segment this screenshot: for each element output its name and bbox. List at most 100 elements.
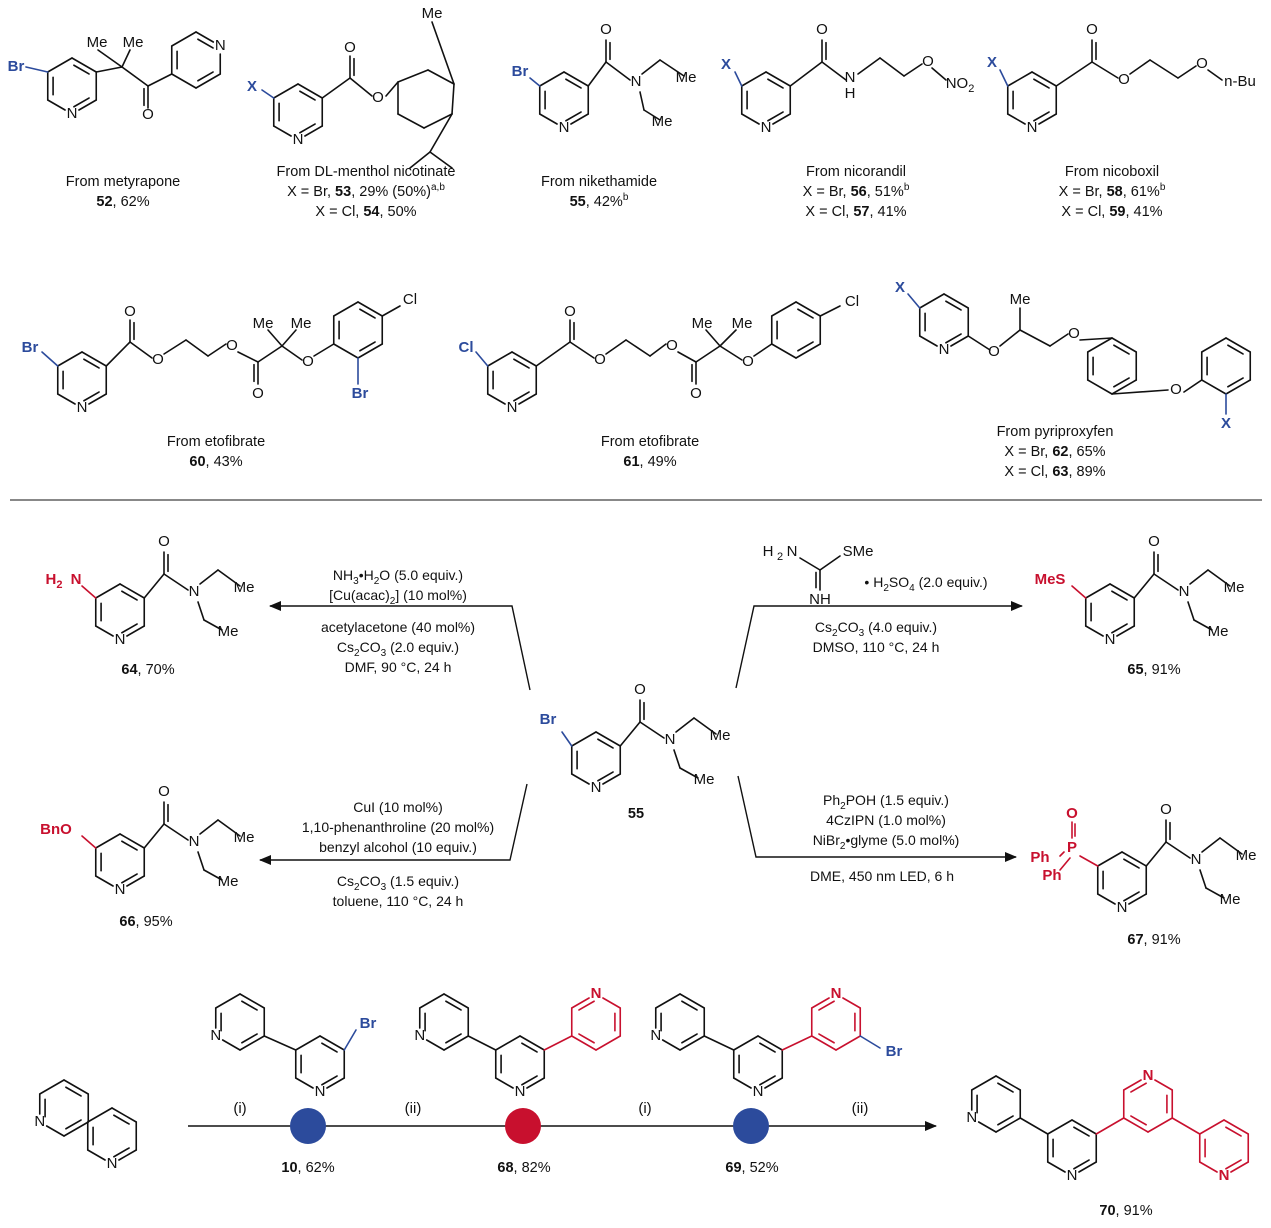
m66-Namide: N <box>189 833 200 850</box>
m58-X: X <box>987 54 997 71</box>
m52-bond <box>95 66 123 73</box>
caption-53-54: From DL-menthol nicotinate X = Br, 53, 2… <box>276 164 456 220</box>
m58-nBu: n-Bu <box>1224 73 1256 90</box>
m53-cyhex-bond <box>451 83 455 115</box>
m68-py2-N: N <box>515 1083 526 1100</box>
m53-X-bond <box>261 89 275 99</box>
m62-bond <box>1183 379 1203 393</box>
m60-Cl-bond <box>381 305 401 317</box>
m67-pyr-bond <box>1096 851 1123 867</box>
m65-pyr-bond <box>1109 583 1136 599</box>
m66-et <box>203 869 223 881</box>
m65-pyr-inner-bond <box>1111 590 1128 601</box>
m55-et <box>659 59 685 77</box>
m62-O1: O <box>988 343 1000 360</box>
m56-bond <box>931 67 947 81</box>
m60-ar-bond <box>332 343 359 359</box>
m67-PO-O: O <box>1066 805 1078 822</box>
m52-pyr2-bond <box>170 73 197 89</box>
m58-X-bond <box>999 69 1009 87</box>
m69-py1-inner-bond <box>681 1033 698 1044</box>
m64-H2N: H2 <box>46 571 63 591</box>
m65-et <box>1193 619 1213 631</box>
m67-Me1: Me <box>1236 847 1257 864</box>
m61-O5: O <box>742 353 754 370</box>
m58-pyr-bond <box>1038 113 1058 125</box>
m55-bond <box>587 61 607 87</box>
m2bpy-py2-bond <box>86 1149 106 1161</box>
m65-Me2: Me <box>1208 623 1229 640</box>
m10-py2-bond <box>326 1077 346 1089</box>
m61-ar-inner-bond <box>797 341 814 352</box>
m55c-Me1: Me <box>710 727 731 744</box>
m67-et <box>1199 869 1207 889</box>
m52-O: O <box>142 106 154 123</box>
m69-Br: Br <box>886 1043 903 1060</box>
m64-et <box>203 619 223 631</box>
m60-Me2: Me <box>291 315 312 332</box>
m60-pyr-bond <box>56 351 83 367</box>
m70-py2-bond <box>1071 1119 1098 1135</box>
m60-Br-bond <box>41 351 59 367</box>
m70-py2-inner-bond <box>1073 1126 1090 1137</box>
m70-py2-bond <box>1046 1119 1073 1135</box>
m55-pyr-bond <box>570 113 590 125</box>
m62-X2: X <box>1221 415 1231 432</box>
m66-pyr-inner-bond <box>121 873 138 884</box>
m70-py3-bond <box>1122 1079 1142 1091</box>
m68-py3-bond <box>570 1035 597 1051</box>
m70-py1-inner-bond <box>997 1115 1014 1126</box>
m65-reag-SMe: SMe <box>843 543 874 560</box>
step-label-ii-1: (ii) <box>405 1100 422 1117</box>
m67-et <box>1205 887 1225 899</box>
m65-reag-bond <box>799 557 821 571</box>
m65-reag-N: N <box>787 543 798 560</box>
m66-bond <box>163 823 189 841</box>
m55c-et <box>673 749 681 769</box>
m55c-Namide: N <box>665 731 676 748</box>
m52-pyr-inner-bond <box>73 97 90 108</box>
m60-me <box>267 329 283 347</box>
m2bpy-py1-inner-bond <box>65 1119 82 1130</box>
m62-pyr-bond <box>918 293 945 309</box>
m55-et <box>639 91 645 111</box>
m55-Me1: Me <box>676 69 697 86</box>
m56-pyr-bond <box>765 71 792 87</box>
m52-pyr2-N: N <box>215 37 226 54</box>
m52-me-bond <box>121 49 131 68</box>
m2bpy-py1-N: N <box>34 1113 45 1130</box>
m2bpy-py2-N: N <box>107 1155 118 1172</box>
m58-bond <box>1149 59 1179 79</box>
m60-Me1: Me <box>253 315 274 332</box>
caption-62-63: From pyriproxyfen X = Br, 62, 65% X = Cl… <box>996 424 1114 480</box>
m53-pyr-bond <box>272 125 292 137</box>
m66-pyr-N: N <box>115 881 126 898</box>
m68-py3-bond <box>602 997 622 1009</box>
m61-pyr-bond <box>486 351 513 367</box>
m64-Namide: N <box>189 583 200 600</box>
m2bpy-py2-bond <box>118 1149 138 1161</box>
m65-Me1: Me <box>1224 579 1245 596</box>
m62-ar1-bond <box>1111 337 1138 353</box>
label-66: 66, 95% <box>119 914 173 930</box>
m62-ar1-inner-bond <box>1113 344 1130 355</box>
arrow-to-65 <box>735 601 1023 689</box>
m55-et <box>643 109 661 121</box>
m53-ipr <box>429 113 453 153</box>
m52-pyr2-inner-bond <box>197 38 214 49</box>
m55c-pyr-bond <box>570 731 597 747</box>
m61-pyr-inner-bond <box>513 358 530 369</box>
m70-py1-bond <box>977 1121 997 1133</box>
m62-Me: Me <box>1010 291 1031 308</box>
m69-py3-bond <box>842 997 862 1009</box>
m61-pyr-bond <box>486 393 506 405</box>
conditions-65-below: Cs2CO3 (4.0 equiv.) DMSO, 110 °C, 24 h <box>812 619 940 655</box>
m67-O: O <box>1160 801 1172 818</box>
m66-et <box>217 819 241 837</box>
m65-S-bond <box>1071 585 1087 599</box>
m61-bond <box>695 345 721 363</box>
m2bpy-py2-inner-bond <box>113 1147 130 1158</box>
m69-py2-bond <box>732 1077 752 1089</box>
m56-bond <box>789 61 823 87</box>
m10-py1-N: N <box>210 1027 221 1044</box>
